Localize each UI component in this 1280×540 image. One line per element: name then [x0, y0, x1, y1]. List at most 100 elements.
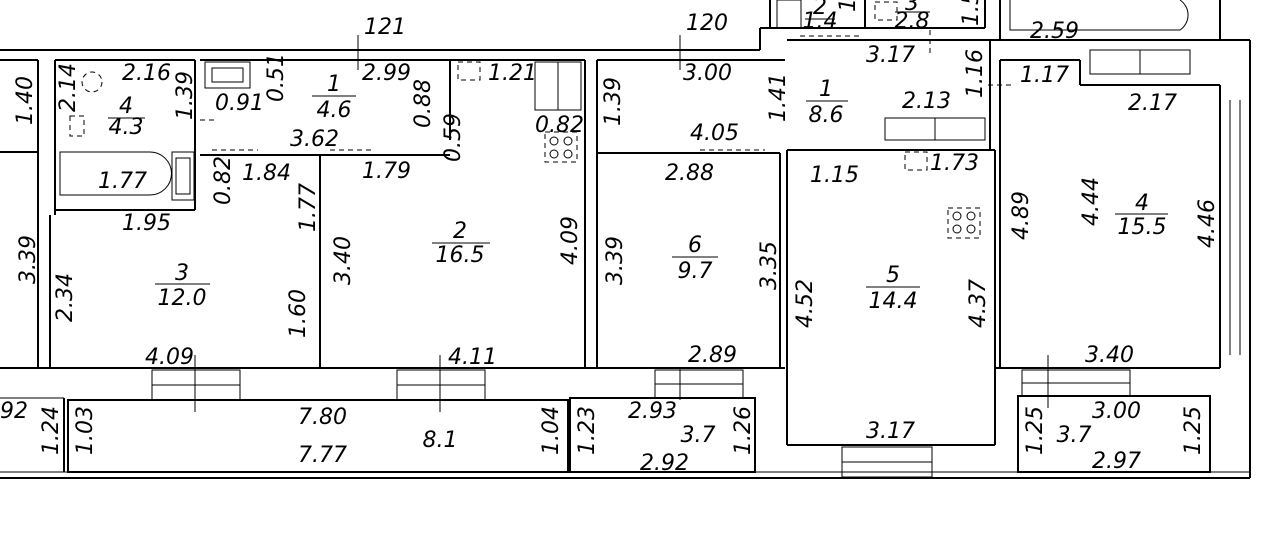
room-label-2: 2 16.5: [432, 219, 490, 268]
balcony-label-3: 3.7: [1057, 423, 1092, 448]
dim: 4.89: [1009, 191, 1034, 240]
balcony-label-2: 3.7: [681, 423, 716, 448]
dim: 3.40: [331, 236, 356, 285]
dim: 1.26: [731, 406, 756, 455]
svg-text:9.7: 9.7: [678, 259, 713, 284]
dim: 1.25: [1023, 406, 1048, 455]
dim: 1.77: [98, 169, 147, 194]
svg-text:16.5: 16.5: [436, 243, 485, 268]
svg-text:2.8: 2.8: [895, 9, 930, 34]
dim: 2.34: [53, 273, 78, 322]
dim: 92: [0, 399, 28, 424]
room-label-4b: 4 15.5: [1115, 191, 1168, 240]
dim: 120: [686, 11, 728, 36]
room-label-3-top: 3 2.8: [895, 0, 930, 34]
svg-text:4: 4: [119, 94, 133, 119]
dim: 3.39: [603, 236, 628, 285]
dim: 4.09: [145, 345, 194, 370]
dim: 2.93: [628, 399, 677, 424]
dim: 4.09: [558, 216, 583, 265]
dim: 2.99: [362, 61, 411, 86]
svg-text:14.4: 14.4: [869, 289, 918, 314]
dim: 1.39: [601, 77, 626, 126]
room-label-3: 3 12.0: [155, 261, 210, 311]
dim: 3.62: [290, 127, 339, 152]
dim: 2.17: [1128, 91, 1177, 116]
dim: 1.23: [575, 406, 600, 455]
balcony-label-1: 8.1: [423, 428, 458, 453]
dim: 0.91: [215, 91, 264, 116]
dim: 2.89: [688, 343, 737, 368]
dim: 4.05: [690, 121, 739, 146]
dimensions: 121 120 2.16 2.14 1.39 0.91 0.51 2.99 1.…: [0, 0, 1220, 476]
dim: 3.39: [16, 235, 41, 284]
dim: 3.35: [757, 241, 782, 290]
dim: 4.37: [966, 279, 991, 328]
dim: 2.16: [122, 61, 171, 86]
dim: 1.79: [362, 159, 411, 184]
dim: 2.88: [665, 161, 714, 186]
dim: 7.80: [298, 405, 347, 430]
svg-text:3.7: 3.7: [681, 423, 716, 448]
dim: 1.41: [766, 73, 791, 122]
dim: 1.95: [122, 211, 171, 236]
dim: 1.84: [242, 161, 291, 186]
dim: 1.39: [173, 71, 198, 120]
svg-text:3.7: 3.7: [1057, 423, 1092, 448]
dim: 0.88: [411, 79, 436, 128]
dim: 121: [364, 15, 406, 40]
svg-text:4.3: 4.3: [109, 115, 144, 140]
dim: 4.46: [1195, 199, 1220, 248]
dim: 0.82: [211, 156, 236, 205]
room-label-1b: 1 8.6: [806, 77, 848, 128]
dim: 1.5: [959, 0, 984, 26]
dim: 3.17: [866, 43, 915, 68]
dim: 2.14: [56, 63, 81, 112]
room-label-2-top: 2 1.4: [803, 0, 838, 34]
dim: 0.51: [264, 53, 289, 102]
dim: 1.4: [836, 0, 861, 12]
dim: 4.11: [448, 345, 497, 370]
dim: 2.59: [1030, 19, 1079, 44]
dim: 3.40: [1085, 343, 1134, 368]
dim: 1.16: [963, 49, 988, 98]
dim: 1.60: [286, 289, 311, 338]
svg-text:12.0: 12.0: [158, 286, 207, 311]
svg-text:1: 1: [327, 72, 341, 97]
room-labels: 1 4.6 2 16.5 3 12.0 4 4.3 1 8.6 6 9.7: [108, 0, 1168, 453]
svg-text:1.4: 1.4: [803, 9, 838, 34]
room-label-4: 4 4.3: [108, 94, 145, 140]
svg-text:8.6: 8.6: [809, 103, 844, 128]
svg-text:8.1: 8.1: [423, 428, 458, 453]
svg-text:4.6: 4.6: [317, 98, 352, 123]
dim: 1.24: [39, 406, 64, 455]
dim: 0.59: [441, 113, 466, 162]
dim: 1.03: [73, 406, 98, 455]
dim: 4.52: [793, 279, 818, 328]
svg-text:3: 3: [175, 261, 189, 286]
dim: 3.17: [866, 419, 915, 444]
dim: 1.77: [296, 183, 321, 232]
dim: 7.77: [298, 443, 347, 468]
svg-text:15.5: 15.5: [1118, 215, 1167, 240]
svg-text:1: 1: [819, 77, 833, 102]
dim: 3.00: [683, 61, 732, 86]
dim: 3.00: [1092, 399, 1141, 424]
svg-text:2: 2: [813, 0, 827, 20]
dim: 4.44: [1079, 177, 1104, 226]
fixtures: [59, 0, 1191, 239]
dim: 0.82: [535, 113, 584, 138]
room-label-5: 5 14.4: [866, 263, 920, 314]
dim: 2.13: [902, 89, 951, 114]
svg-text:6: 6: [688, 233, 702, 258]
dim: 1.73: [930, 151, 979, 176]
dim: 1.17: [1020, 63, 1069, 88]
svg-text:2: 2: [453, 219, 467, 244]
room-label-1: 1 4.6: [312, 72, 356, 123]
dim: 2.92: [640, 451, 689, 476]
walls: [0, 0, 1251, 479]
windows: [151, 35, 1131, 478]
svg-text:5: 5: [886, 263, 900, 288]
svg-text:4: 4: [1135, 191, 1149, 216]
